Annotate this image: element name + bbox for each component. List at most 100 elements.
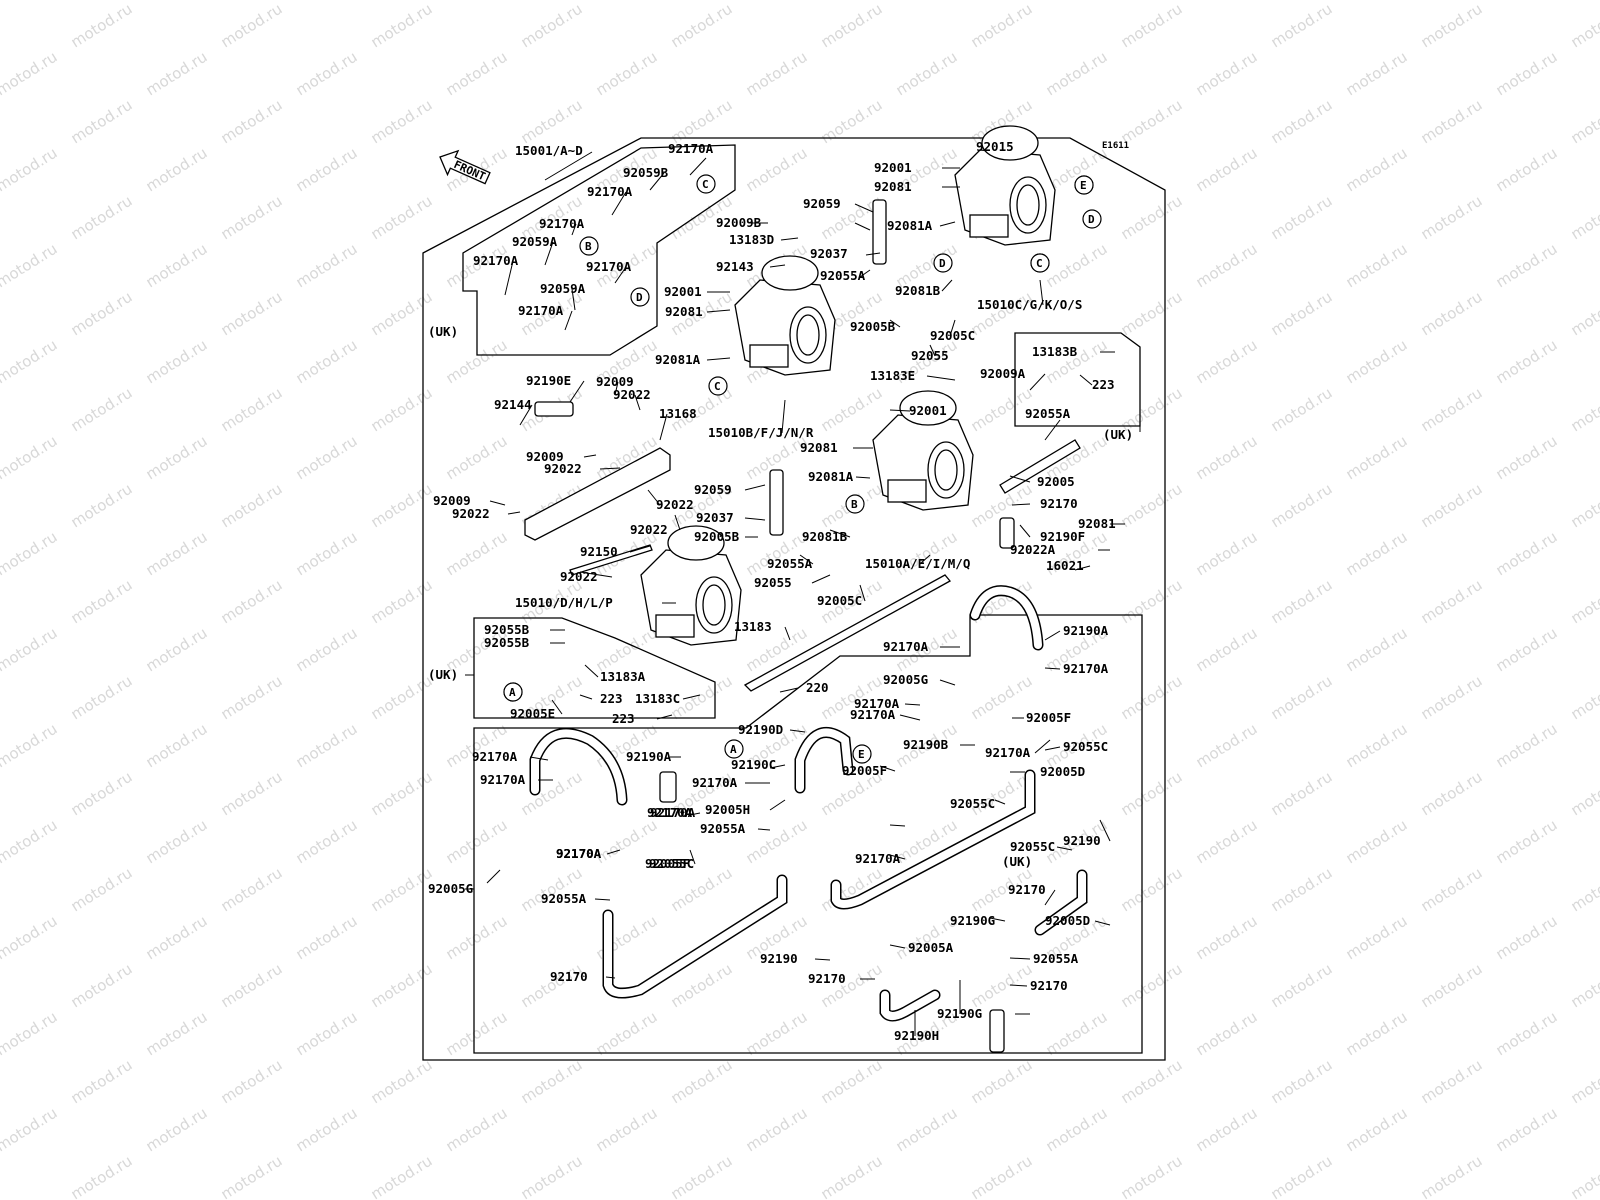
watermark-text: motod.ru bbox=[1118, 0, 1186, 51]
watermark-text: motod.ru bbox=[443, 912, 511, 964]
part-number-label: 92081A bbox=[808, 469, 854, 484]
part-number-label: 92170A bbox=[586, 259, 632, 274]
watermark-text: motod.ru bbox=[818, 1056, 886, 1108]
leader-line bbox=[489, 500, 506, 506]
watermark-text: motod.ru bbox=[893, 48, 961, 100]
watermark-text: motod.ru bbox=[1568, 288, 1600, 340]
watermark-text: motod.ru bbox=[143, 0, 211, 3]
watermark-text: motod.ru bbox=[1418, 768, 1486, 820]
watermark-text: motod.ru bbox=[1118, 96, 1186, 148]
part-number-label: 92055C bbox=[1010, 839, 1055, 854]
watermark-text: motod.ru bbox=[1118, 960, 1186, 1012]
watermark-text: motod.ru bbox=[1118, 672, 1186, 724]
leader-line bbox=[814, 958, 831, 961]
leader-line bbox=[799, 554, 814, 565]
part-number-label: 92055B bbox=[484, 622, 530, 637]
part-number-label: 220 bbox=[806, 680, 829, 695]
carb-bore-inner bbox=[1016, 184, 1040, 226]
watermark-text: motod.ru bbox=[1418, 864, 1486, 916]
reference-circle bbox=[630, 287, 650, 307]
watermark-text: motod.ru bbox=[368, 1152, 436, 1200]
watermark-text: motod.ru bbox=[1193, 336, 1261, 388]
leader-line bbox=[1009, 957, 1031, 960]
carb-bowl bbox=[969, 214, 1009, 238]
watermark-text: motod.ru bbox=[1043, 0, 1111, 3]
reference-marker-c: C bbox=[1030, 253, 1050, 273]
part-number-label: 92005H bbox=[705, 802, 750, 817]
reference-letter: C bbox=[702, 178, 709, 191]
watermark-text: motod.ru bbox=[1268, 0, 1336, 51]
watermark-text: motod.ru bbox=[368, 480, 436, 532]
watermark-text: motod.ru bbox=[818, 1152, 886, 1200]
watermark-text: motod.ru bbox=[0, 1008, 60, 1060]
watermark-text: motod.ru bbox=[668, 1152, 736, 1200]
watermark-text: motod.ru bbox=[293, 624, 361, 676]
watermark-text: motod.ru bbox=[593, 624, 661, 676]
watermark-text: motod.ru bbox=[518, 864, 586, 916]
watermark-text: motod.ru bbox=[593, 1008, 661, 1060]
leader-line bbox=[1056, 846, 1073, 851]
watermark-text: motod.ru bbox=[1268, 288, 1336, 340]
watermark-text: motod.ru bbox=[668, 864, 736, 916]
leader-line bbox=[854, 222, 871, 231]
watermark-text: motod.ru bbox=[1568, 960, 1600, 1012]
reference-marker-d: D bbox=[933, 253, 953, 273]
carb-bowl bbox=[887, 479, 927, 503]
watermark-text: motod.ru bbox=[368, 96, 436, 148]
watermark-text: motod.ru bbox=[1568, 480, 1600, 532]
part-number-label: 92055B bbox=[484, 635, 530, 650]
part-number-label: 92170A bbox=[850, 707, 896, 722]
watermark-text: motod.ru bbox=[518, 96, 586, 148]
watermark-text: motod.ru bbox=[0, 1104, 60, 1156]
watermark-text: motod.ru bbox=[818, 96, 886, 148]
reference-circle bbox=[852, 744, 872, 764]
tube-92190C bbox=[659, 771, 677, 803]
part-number-label: (UK) bbox=[1002, 854, 1032, 869]
leader-line bbox=[611, 191, 627, 216]
watermark-text: motod.ru bbox=[1493, 624, 1561, 676]
watermark-text: motod.ru bbox=[218, 288, 286, 340]
watermark-text: motod.ru bbox=[1418, 1056, 1486, 1108]
part-number-label: 92170A bbox=[556, 846, 602, 861]
part-number-label: 92005F bbox=[645, 856, 690, 871]
bar-92150 bbox=[569, 544, 653, 576]
watermark-text: motod.ru bbox=[368, 960, 436, 1012]
part-number-label: 92001 bbox=[909, 403, 947, 418]
watermark-text: motod.ru bbox=[893, 528, 961, 580]
part-number-label: 92022 bbox=[613, 387, 651, 402]
part-number-label: 92037 bbox=[810, 246, 848, 261]
watermark-text: motod.ru bbox=[743, 1104, 811, 1156]
watermark-text: motod.ru bbox=[443, 432, 511, 484]
leader-line bbox=[899, 714, 921, 721]
watermark-text: motod.ru bbox=[1493, 528, 1561, 580]
watermark-text: motod.ru bbox=[1568, 96, 1600, 148]
part-number-label: 92005 bbox=[1037, 474, 1075, 489]
leader-line bbox=[781, 399, 786, 434]
reference-circle bbox=[1074, 175, 1094, 195]
leader-line bbox=[1044, 746, 1061, 751]
part-number-label: 13183D bbox=[729, 232, 774, 247]
part-number-label: 15010/D/H/L/P bbox=[515, 595, 613, 610]
watermark-text: motod.ru bbox=[68, 192, 136, 244]
reference-marker-d: D bbox=[1082, 209, 1102, 229]
part-number-label: 92055A bbox=[820, 268, 866, 283]
part-number-label: 13168 bbox=[659, 406, 697, 421]
part-number-label: 92170A bbox=[668, 141, 714, 156]
watermark-text: motod.ru bbox=[143, 336, 211, 388]
leader-line bbox=[706, 309, 731, 313]
part-number-label: 92170A bbox=[855, 851, 901, 866]
watermark-text: motod.ru bbox=[293, 816, 361, 868]
watermark-text: motod.ru bbox=[968, 0, 1036, 51]
watermark-text: motod.ru bbox=[1268, 384, 1336, 436]
leader-line bbox=[879, 765, 896, 772]
carb-bore-inner bbox=[702, 584, 726, 626]
leader-line bbox=[689, 157, 707, 176]
part-number-label: 92009B bbox=[716, 215, 762, 230]
part-number-label: 92055A bbox=[767, 556, 813, 571]
part-number-label: 92059 bbox=[694, 482, 732, 497]
part-number-label: 92170 bbox=[1040, 496, 1078, 511]
leader-line bbox=[544, 151, 593, 181]
watermark-text: motod.ru bbox=[1493, 48, 1561, 100]
part-number-label: 13183B bbox=[1032, 344, 1078, 359]
